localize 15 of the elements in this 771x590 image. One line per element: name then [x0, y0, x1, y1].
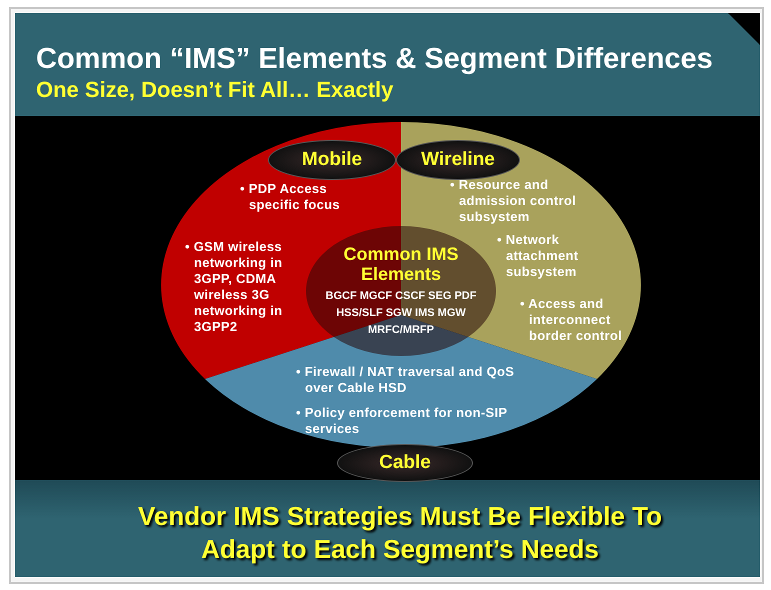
center-heading: Common IMS Elements [342, 244, 460, 284]
bullet-text: • Firewall / NAT traversal and QoS over Cable HSD [296, 364, 516, 396]
element-list: BGCF MGCF CSCF SEG PDF HSS/SLF SGW IMS MGW MRFC/MRFP [321, 288, 481, 338]
caption: Vendor IMS Strategies Must Be Flexible To Adapt to Each Segment’s Needs [137, 500, 663, 566]
segment-name: Mobile [302, 149, 362, 171]
bullet-text: • Access and interconnect border control [520, 296, 624, 344]
subtitle: One Size, Doesn’t Fit All… Exactly [36, 77, 394, 103]
slide-title: Common “IMS” Elements & Segment Differences [36, 42, 713, 76]
bullet-text: • PDP Access specific focus [240, 181, 341, 213]
bullet-text: • GSM wireless networking in 3GPP, CDMA wireless 3G networking in 3GPP2 [185, 239, 284, 335]
bullet-text: • Policy enforcement for non-SIP services [296, 405, 508, 437]
segment-name: Wireline [421, 149, 495, 171]
bullet-text: • Resource and admission control subsystem [450, 177, 578, 225]
bullet-text: • Network attachment subsystem [497, 232, 580, 280]
segment-name: Cable [379, 452, 431, 474]
